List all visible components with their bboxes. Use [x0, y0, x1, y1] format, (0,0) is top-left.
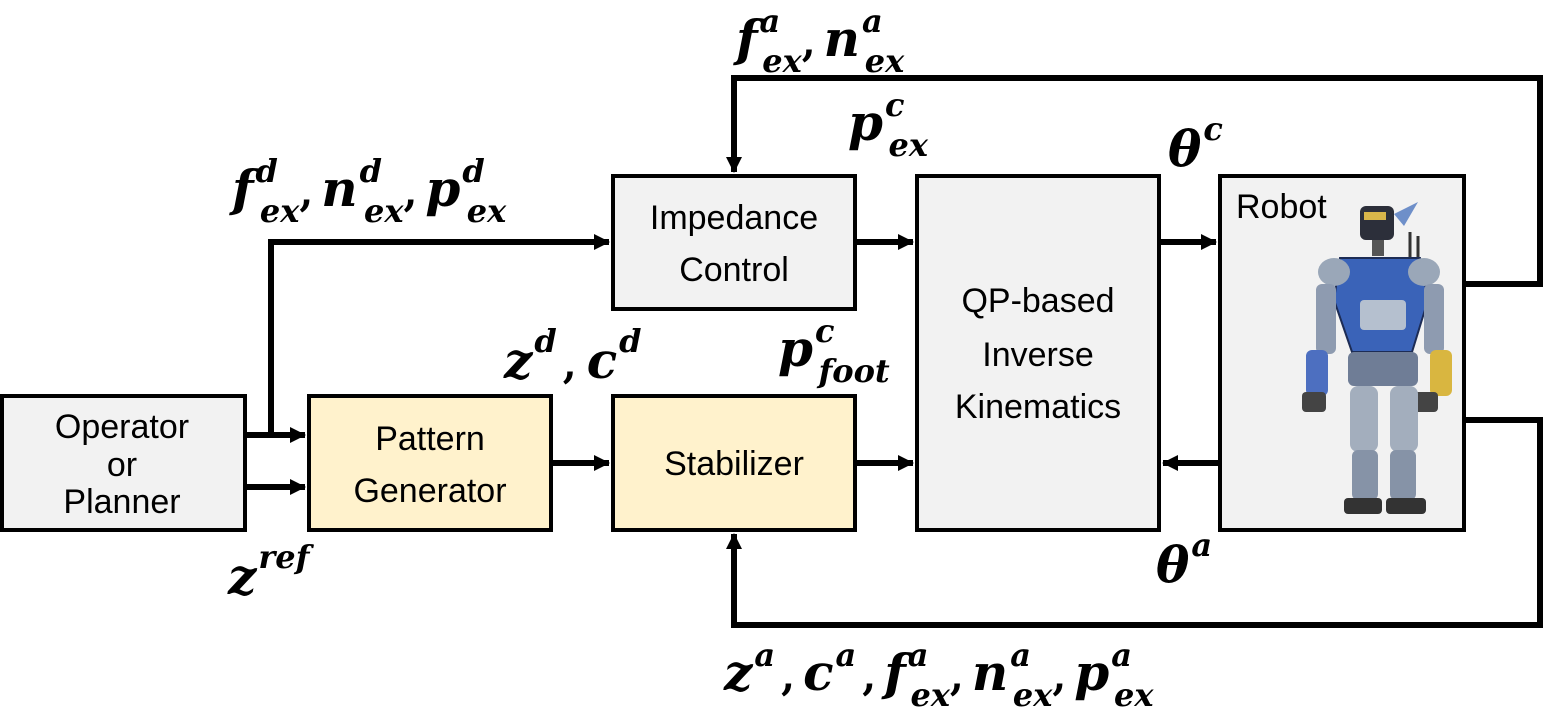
impedance-label-line1: Impedance: [650, 199, 818, 237]
signal-zd-cd: zd,cd: [503, 322, 642, 390]
pattern-label-line1: Pattern: [375, 420, 485, 458]
operator-label-line2: or: [107, 446, 137, 484]
impedance-label-line2: Control: [679, 251, 789, 289]
wire-operator-impedance: [268, 234, 610, 435]
operator-label-line1: Operator: [55, 408, 189, 446]
wires: [245, 75, 1543, 628]
signal-theta-a: θa: [1156, 526, 1212, 594]
qp-ik-block: QP-based Inverse Kinematics: [915, 174, 1161, 532]
robot-block: Robot: [1218, 174, 1466, 532]
operator-block: Operator or Planner: [0, 394, 247, 532]
stabilizer-block: Stabilizer: [611, 394, 857, 532]
qp-label-line2: Inverse: [982, 336, 1094, 374]
robot-label: Robot: [1236, 188, 1327, 226]
stabilizer-label: Stabilizer: [664, 445, 804, 483]
signal-theta-c: θc: [1168, 110, 1223, 178]
qp-label-line1: QP-based: [961, 282, 1114, 320]
pattern-label-line2: Generator: [353, 472, 506, 510]
operator-label-line3: Planner: [63, 483, 180, 521]
pattern-generator-block: Pattern Generator: [307, 394, 553, 532]
qp-label-line3: Kinematics: [955, 388, 1121, 426]
wire-bottom-feedback: [726, 417, 1543, 628]
humanoid-robot-icon: [1302, 202, 1452, 514]
impedance-control-block: Impedance Control: [611, 174, 857, 311]
wire-top-feedback: [726, 75, 1543, 287]
signal-z-ref: zref: [227, 538, 315, 606]
